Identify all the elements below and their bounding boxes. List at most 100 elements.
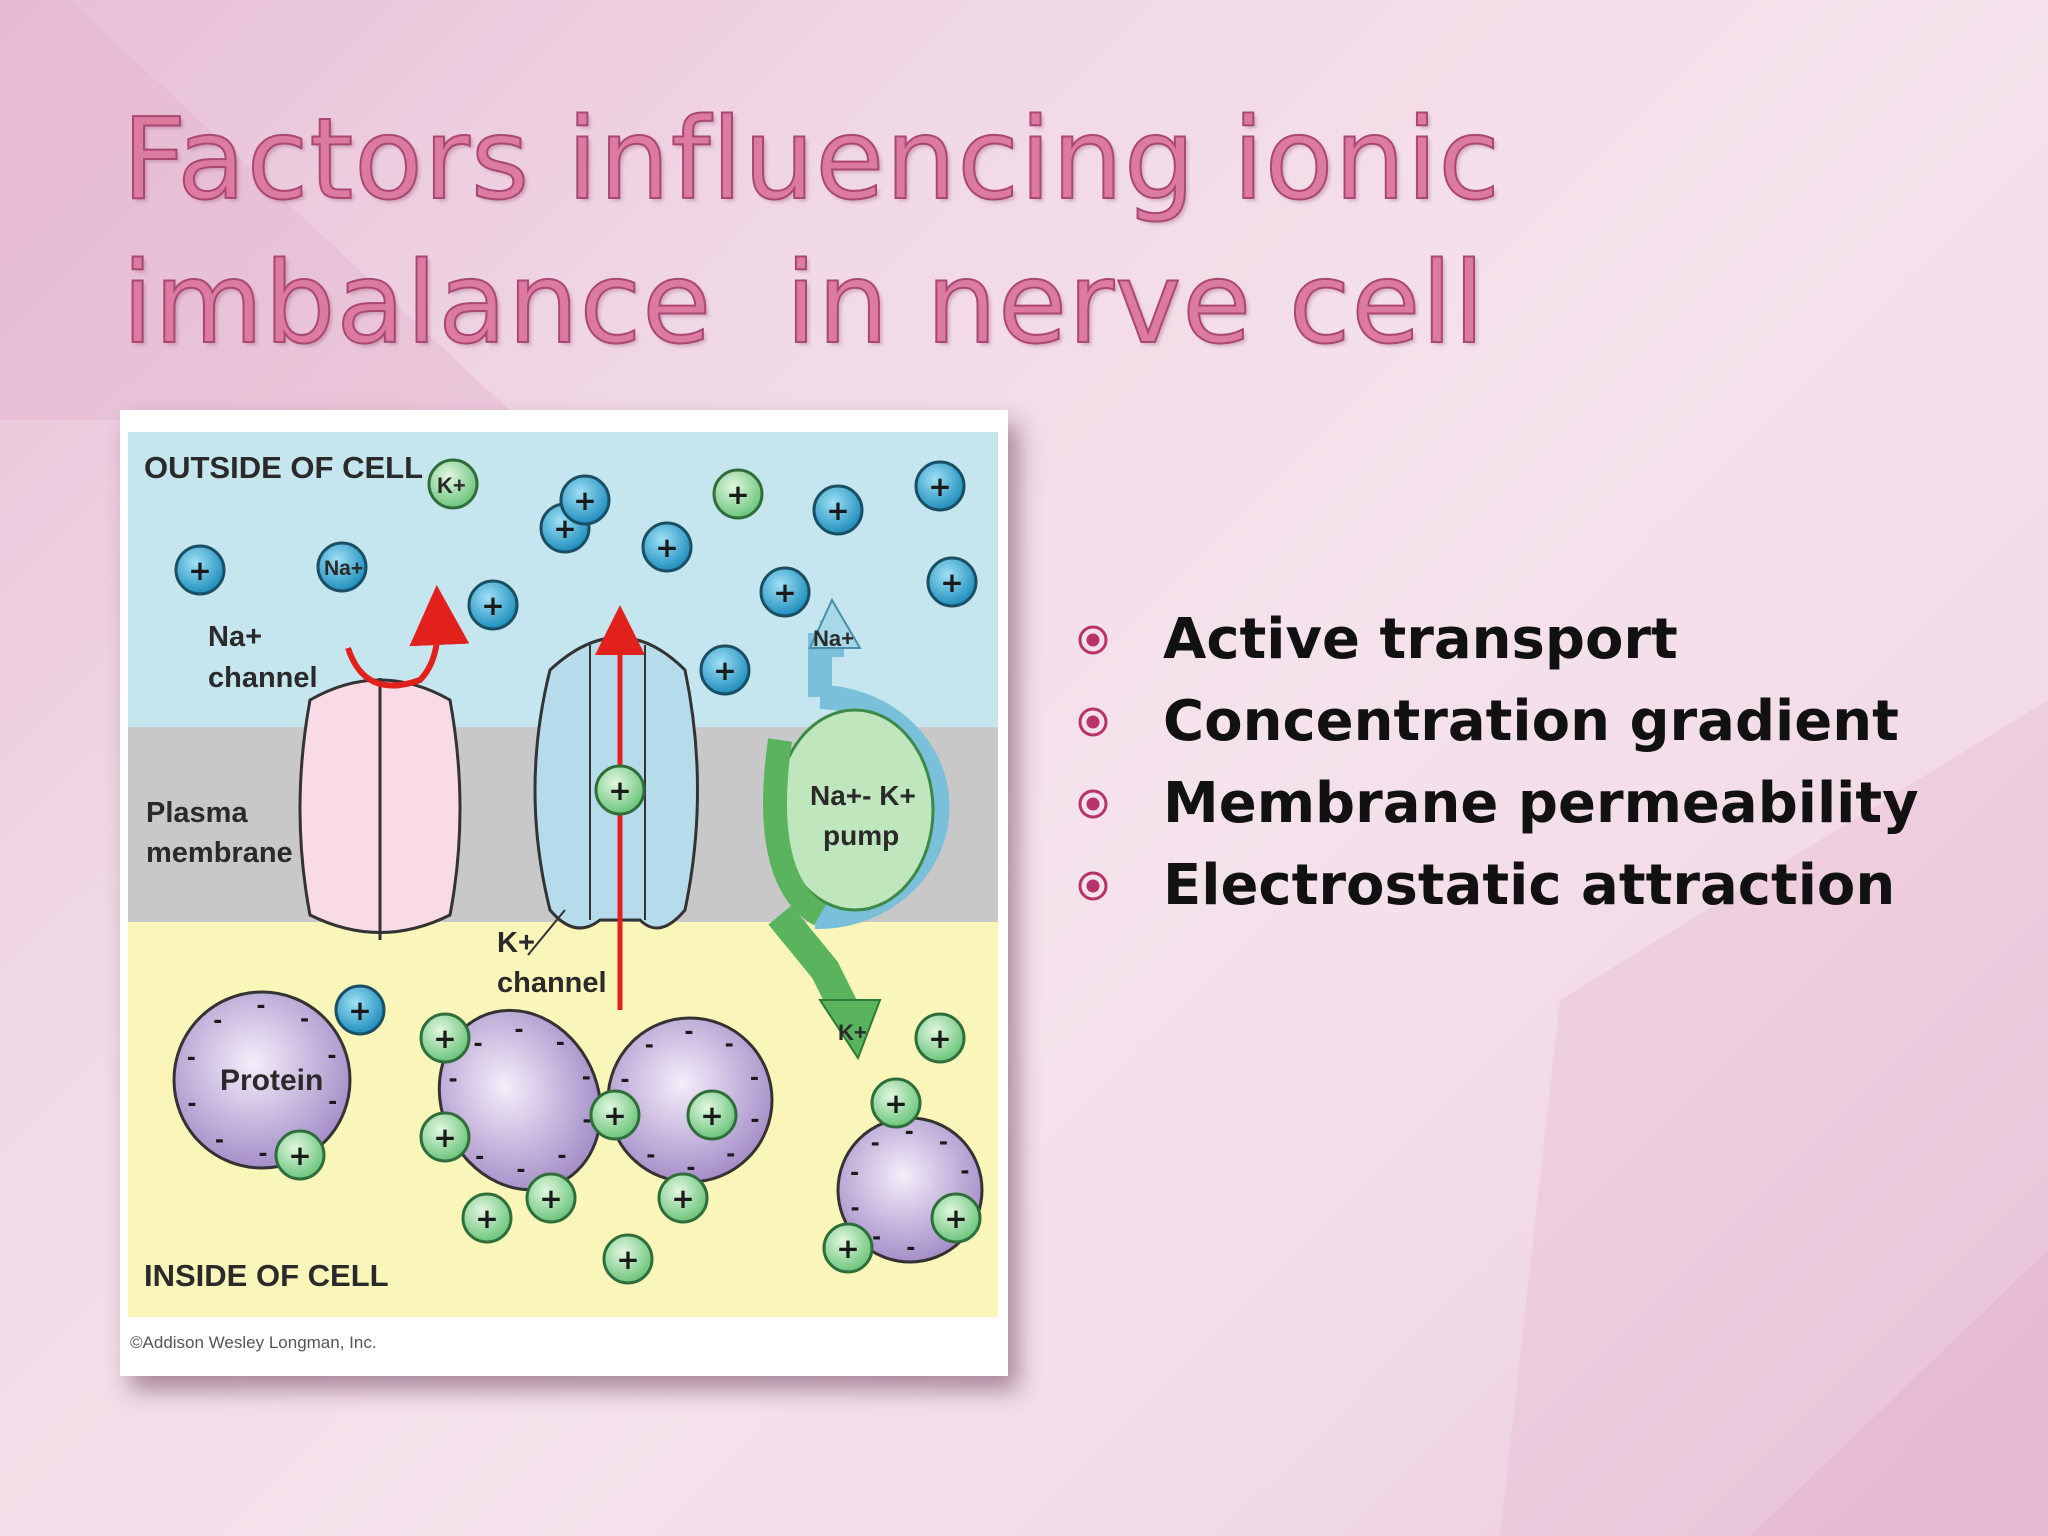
- plus-sign: +: [616, 1243, 639, 1276]
- plus-sign: +: [655, 531, 678, 564]
- k-ion: +: [686, 1089, 738, 1141]
- minus-sign: -: [475, 1145, 484, 1170]
- plus-sign: +: [433, 1022, 456, 1055]
- pump-na-arrow-label: Na+: [813, 626, 854, 651]
- minus-sign: -: [187, 1092, 196, 1117]
- pump-k-arrow-label: K+: [838, 1020, 867, 1045]
- na-channel-label-1: Na+: [208, 621, 262, 653]
- na-ion: +: [174, 544, 226, 596]
- na-ion: +: [914, 460, 966, 512]
- minus-sign: -: [939, 1131, 948, 1156]
- bullet-item: Concentration gradient: [1075, 687, 2015, 769]
- plus-sign: +: [348, 994, 371, 1027]
- k-ion: +: [589, 1089, 641, 1141]
- k-ion: +: [419, 1012, 471, 1064]
- na-ion: +: [641, 521, 693, 573]
- plus-sign: +: [481, 589, 504, 622]
- bullet-item: Membrane permeability: [1075, 769, 2015, 851]
- k-ion: +: [602, 1233, 654, 1285]
- minus-sign: -: [215, 1129, 224, 1154]
- target-bullet-icon: [1078, 707, 1108, 737]
- bullet-item: Electrostatic attraction: [1075, 851, 2015, 933]
- minus-sign: -: [960, 1159, 969, 1184]
- minus-sign: -: [906, 1236, 915, 1261]
- k-ion: +: [657, 1172, 709, 1224]
- plus-sign: +: [940, 566, 963, 599]
- na-ion-labeled: Na+: [316, 541, 368, 593]
- minus-sign: -: [300, 1008, 309, 1033]
- minus-sign: -: [725, 1032, 734, 1057]
- bullet-item: Active transport: [1075, 605, 2015, 687]
- minus-sign: -: [646, 1144, 655, 1169]
- plus-sign: +: [944, 1202, 967, 1235]
- na-channel-label-2: channel: [208, 662, 318, 694]
- plus-sign: +: [713, 654, 736, 687]
- plus-sign: +: [826, 494, 849, 527]
- minus-sign: -: [516, 1158, 525, 1183]
- target-bullet-icon: [1078, 789, 1108, 819]
- pump-label-1: Na+- K+: [810, 780, 916, 811]
- na-ion: +: [812, 484, 864, 536]
- plus-sign: +: [573, 484, 596, 517]
- k-ion: +: [930, 1192, 982, 1244]
- k-ion-labeled: K+: [427, 458, 479, 510]
- minus-sign: -: [645, 1034, 654, 1059]
- plus-sign: +: [700, 1099, 723, 1132]
- plus-sign: +: [928, 1022, 951, 1055]
- na-ion: +: [926, 556, 978, 608]
- minus-sign: -: [750, 1066, 759, 1091]
- k-ion: +: [914, 1012, 966, 1064]
- plus-sign: +: [671, 1182, 694, 1215]
- k-ion: +: [525, 1172, 577, 1224]
- na-channel: [298, 585, 470, 940]
- minus-sign: -: [582, 1109, 591, 1134]
- minus-sign: -: [556, 1031, 565, 1056]
- minus-sign: -: [684, 1020, 693, 1045]
- minus-sign: -: [514, 1018, 523, 1043]
- na-ion: +: [467, 579, 519, 631]
- bullet-text: Electrostatic attraction: [1163, 853, 1896, 918]
- plus-sign: +: [884, 1087, 907, 1120]
- k-ion-label: K+: [437, 473, 466, 498]
- na-ion: +: [699, 644, 751, 696]
- minus-sign: -: [851, 1197, 860, 1222]
- title-line-2: imbalance in nerve cell: [121, 238, 1486, 370]
- target-bullet-icon: [1078, 625, 1108, 655]
- plus-sign: +: [836, 1232, 859, 1265]
- slide-title: Factors influencing ionic imbalance in n…: [121, 88, 1822, 376]
- minus-sign: -: [187, 1046, 196, 1071]
- minus-sign: -: [327, 1044, 336, 1069]
- minus-sign: -: [620, 1068, 629, 1093]
- na-ion: +: [759, 566, 811, 618]
- plus-sign: +: [288, 1139, 311, 1172]
- plus-sign: +: [608, 774, 631, 807]
- protein-label: Protein: [220, 1064, 323, 1097]
- na-k-pump: [763, 597, 950, 1061]
- pump-label-2: pump: [823, 820, 899, 851]
- pump-na-arrowhead: [808, 597, 862, 649]
- pump-k-arrowhead: [818, 999, 882, 1061]
- k-ion: +: [419, 1111, 471, 1163]
- minus-sign: -: [449, 1067, 458, 1092]
- minus-sign: -: [872, 1225, 881, 1250]
- minus-sign: -: [256, 994, 265, 1019]
- plus-sign: +: [603, 1099, 626, 1132]
- minus-sign: -: [905, 1120, 914, 1145]
- membrane-diagram-figure: OUTSIDE OF CELL INSIDE OF CELL Plasma me…: [120, 410, 1008, 1376]
- minus-sign: -: [258, 1142, 267, 1167]
- plus-sign: +: [539, 1182, 562, 1215]
- na-ion: +: [334, 984, 386, 1036]
- minus-sign: -: [871, 1132, 880, 1157]
- plus-sign: +: [433, 1121, 456, 1154]
- k-ion: +: [594, 764, 646, 816]
- na-ion-label: Na+: [324, 557, 363, 580]
- k-ion: +: [712, 468, 764, 520]
- bullet-text: Membrane permeability: [1163, 771, 1919, 836]
- minus-sign: -: [557, 1144, 566, 1169]
- plus-sign: +: [475, 1202, 498, 1235]
- k-ion: +: [822, 1222, 874, 1274]
- minus-sign: -: [850, 1161, 859, 1186]
- title-line-1: Factors influencing ionic: [121, 94, 1502, 226]
